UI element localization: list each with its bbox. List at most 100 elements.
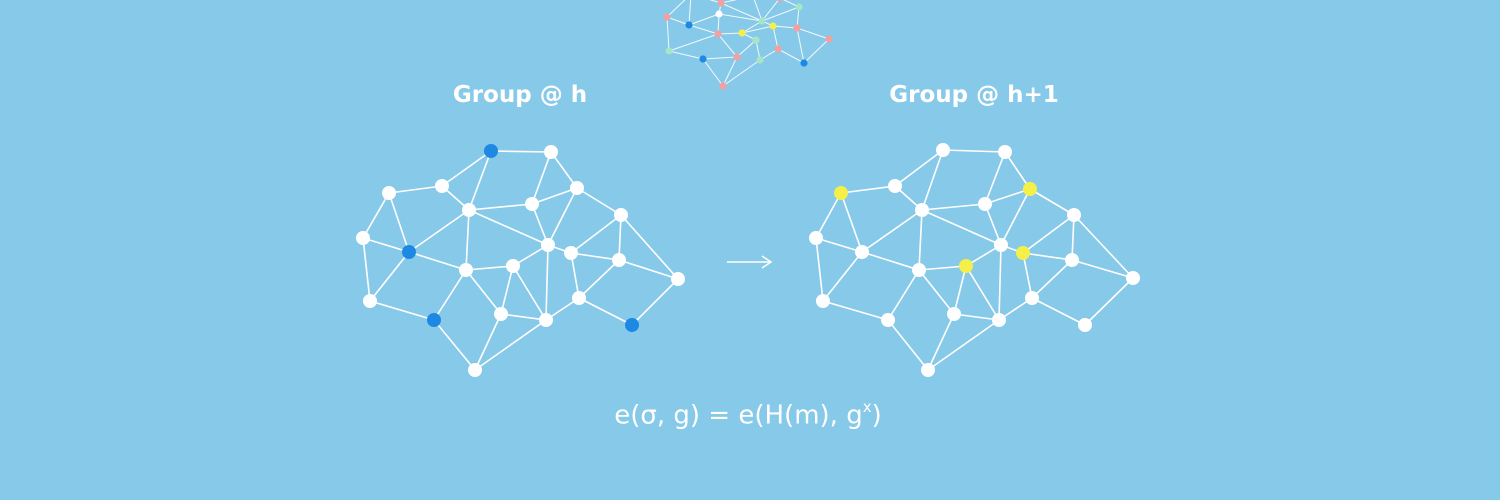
right-graph-edge xyxy=(887,319,929,371)
right-graph-edge xyxy=(942,149,1006,153)
left-graph-node xyxy=(612,253,626,267)
top-graph-edge xyxy=(722,59,761,87)
right-graph-edge xyxy=(815,237,863,253)
top-graph-node xyxy=(738,29,746,37)
left-graph-edge xyxy=(388,192,410,253)
left-graph-edge xyxy=(570,252,620,261)
equation-close: ) xyxy=(871,400,882,431)
left-graph-node xyxy=(506,259,520,273)
right-graph-edge xyxy=(918,209,923,271)
top-graph-node xyxy=(795,3,803,11)
left-graph-edge xyxy=(474,313,502,371)
top-graph-edge xyxy=(688,24,719,35)
left-graph-node xyxy=(427,313,441,327)
top-graph-edge xyxy=(803,38,830,64)
top-graph-node xyxy=(800,59,808,67)
top-graph-edge xyxy=(688,0,692,26)
left-graph-edge xyxy=(578,259,620,299)
top-graph-node xyxy=(758,17,766,25)
right-graph-edge xyxy=(921,149,944,211)
left-graph-node xyxy=(525,197,539,211)
left-graph-edge xyxy=(500,265,514,315)
top-graph-node xyxy=(793,24,801,32)
top-graph-edge xyxy=(668,50,704,60)
top-graph-edge xyxy=(736,39,757,58)
left-graph-edge xyxy=(500,313,547,321)
group-h-plus-1-label: Group @ h+1 xyxy=(889,82,1059,108)
right-graph-node xyxy=(834,186,848,200)
top-graph-node xyxy=(663,13,671,21)
right-graph-edge xyxy=(822,300,889,321)
right-graph-node xyxy=(855,245,869,259)
right-graph-edge xyxy=(894,149,944,187)
left-graph-node xyxy=(572,291,586,305)
equation-exponent: x xyxy=(862,398,872,416)
left-graph-node xyxy=(625,318,639,332)
right-graph-edge xyxy=(1022,252,1033,299)
right-graph-edge xyxy=(918,265,967,271)
right-graph-edge xyxy=(1000,188,1031,246)
left-graph-edge xyxy=(362,192,390,239)
right-graph-node xyxy=(998,145,1012,159)
left-graph-node xyxy=(564,246,578,260)
right-graph-node xyxy=(1067,208,1081,222)
equation-rhs: e(H(m), g xyxy=(738,400,863,431)
right-graph-node xyxy=(992,313,1006,327)
left-graph-node xyxy=(459,263,473,277)
left-graph-edge xyxy=(465,269,502,315)
left-graph-edge xyxy=(570,214,622,254)
right-graph-edge xyxy=(1029,188,1075,216)
left-graph-edge xyxy=(433,319,476,371)
right-graph-edge xyxy=(815,237,824,302)
left-graph-edge xyxy=(408,209,470,253)
left-graph-node xyxy=(614,208,628,222)
left-graph-edge xyxy=(433,269,467,321)
right-graph-edge xyxy=(1071,214,1075,261)
right-graph-edge xyxy=(1071,259,1134,279)
left-graph-edge xyxy=(570,252,580,299)
left-graph-edge xyxy=(369,251,410,302)
top-graph-node xyxy=(769,22,777,30)
right-graph-node xyxy=(978,197,992,211)
left-graph-edge xyxy=(576,187,622,216)
right-graph-edge xyxy=(921,209,1002,246)
right-graph-node xyxy=(994,238,1008,252)
right-graph-node xyxy=(809,231,823,245)
right-graph-edge xyxy=(887,269,920,321)
right-graph-edge xyxy=(1004,151,1031,190)
top-graph-edge xyxy=(702,56,738,60)
right-graph-edge xyxy=(1084,277,1134,326)
arrow-head xyxy=(761,255,773,269)
right-graph-edge xyxy=(998,244,1002,321)
left-graph-edge xyxy=(369,300,435,321)
left-graph-edge xyxy=(547,187,578,246)
left-graph-edge xyxy=(578,297,633,326)
right-graph-edge xyxy=(815,192,842,239)
top-graph-edge xyxy=(709,0,722,4)
right-graph-edge xyxy=(953,265,967,315)
right-graph-node xyxy=(912,263,926,277)
top-graph-node xyxy=(777,0,783,2)
top-graph-edge xyxy=(753,0,763,22)
equation-equals: = xyxy=(708,400,731,431)
left-graph-edge xyxy=(465,209,470,271)
top-graph-edge xyxy=(772,25,779,50)
top-graph-node xyxy=(719,82,727,90)
top-graph-edge xyxy=(717,32,743,35)
left-graph-node xyxy=(570,181,584,195)
left-graph-edge xyxy=(441,150,492,187)
left-graph-edge xyxy=(531,151,552,205)
top-graph-edge xyxy=(741,25,774,34)
left-graph-node xyxy=(468,363,482,377)
pairing-equation: e(σ, g) = e(H(m), gx) xyxy=(614,398,882,431)
left-graph-edge xyxy=(490,150,552,153)
right-graph-edge xyxy=(921,203,986,211)
top-graph-node xyxy=(699,55,707,63)
left-graph-edge xyxy=(468,150,492,211)
right-graph-edge xyxy=(984,203,1002,246)
right-graph-edge xyxy=(918,269,955,315)
right-graph-node xyxy=(915,203,929,217)
top-graph-node xyxy=(733,53,741,61)
left-graph-node xyxy=(671,272,685,286)
top-graph-edge xyxy=(702,58,724,87)
